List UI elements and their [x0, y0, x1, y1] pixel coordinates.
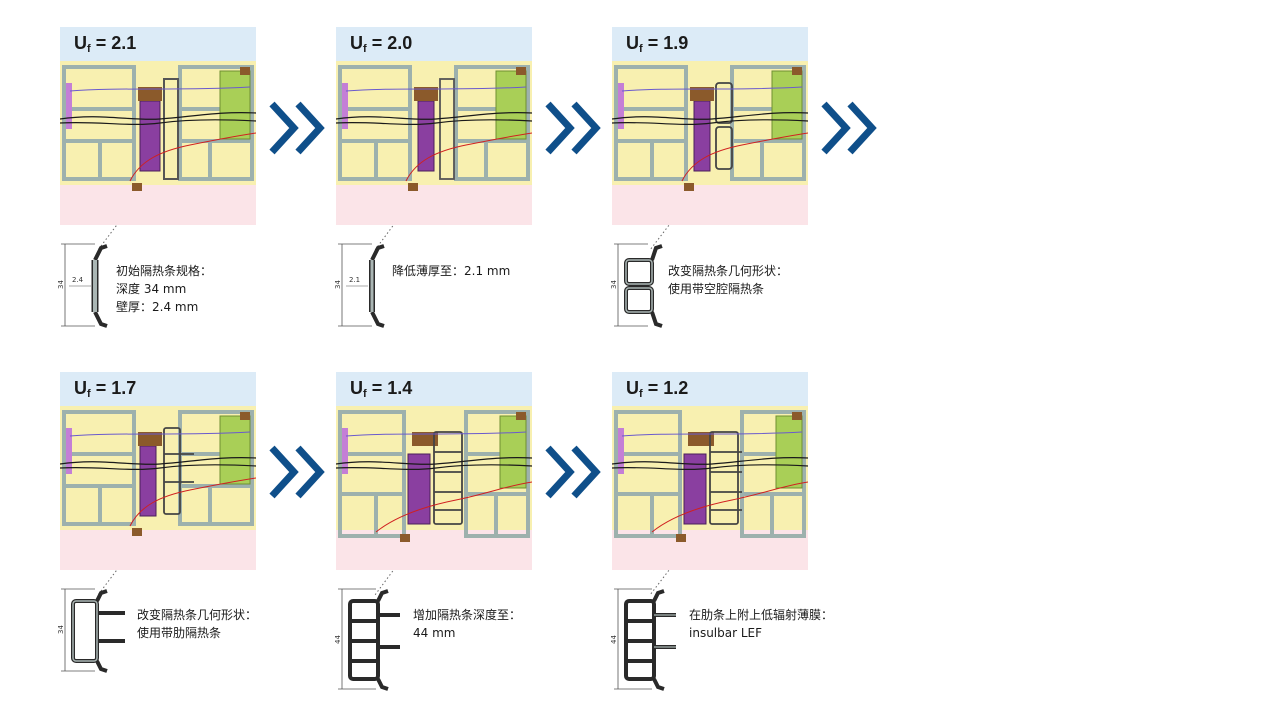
step-caption: 改变隔热条几何形状：使用带空腔隔热条: [668, 264, 789, 296]
uf-label: Uf = 1.4: [350, 378, 413, 400]
panel-header: [60, 27, 256, 61]
uf-label: Uf = 2.0: [350, 33, 413, 55]
panel-uf-1-7: Uf = 1.7: [60, 372, 256, 570]
depth-dimension-label: 44: [334, 635, 342, 644]
frame-cross-section: [60, 406, 256, 570]
step-caption: 降低薄厚至：2.1 mm: [392, 264, 511, 278]
uf-label: Uf = 1.9: [626, 33, 689, 55]
uf-label: Uf = 1.7: [74, 378, 137, 400]
frame-cross-section: [336, 406, 532, 570]
thickness-dimension-label: 2.1: [349, 276, 360, 284]
panel-header: [336, 372, 532, 406]
panel-uf-1-4: Uf = 1.4: [336, 372, 532, 570]
frame-cross-section: [336, 61, 532, 225]
panel-uf-2-1: Uf = 2.1: [60, 27, 256, 225]
thermal-break-profile-drawing: 44: [334, 588, 400, 691]
depth-dimension-label: 34: [57, 625, 65, 634]
depth-dimension-label: 34: [334, 280, 342, 289]
panel-header: [612, 27, 808, 61]
panel-header: [60, 372, 256, 406]
depth-dimension-label: 44: [610, 635, 618, 644]
uf-label: Uf = 1.2: [626, 378, 689, 400]
depth-dimension-label: 34: [610, 280, 618, 289]
double-chevron-right-icon: [269, 445, 325, 499]
frame-cross-section: [612, 406, 808, 570]
thermal-break-profile-drawing: 34 2.4: [57, 243, 108, 328]
depth-dimension-label: 34: [57, 280, 65, 289]
step-caption: 改变隔热条几何形状：使用带肋隔热条: [137, 608, 258, 640]
panel-uf-1-2: Uf = 1.2: [612, 372, 808, 570]
panel-uf-1-9: Uf = 1.9: [612, 27, 808, 225]
step-caption: 增加隔热条深度至：44 mm: [413, 608, 522, 640]
panel-header: [612, 372, 808, 406]
double-chevron-right-icon: [545, 101, 601, 155]
frame-cross-section: [612, 61, 808, 225]
thermal-break-profile-drawing: 34 2.1: [334, 243, 385, 328]
thermal-break-profile-drawing: 34: [57, 588, 125, 673]
thickness-dimension-label: 2.4: [72, 276, 84, 284]
double-chevron-right-icon: [269, 101, 325, 155]
thermal-break-profile-drawing: 44: [610, 588, 676, 691]
step-caption: 在肋条上附上低辐射薄膜：insulbar LEF: [689, 608, 834, 640]
double-chevron-right-icon: [545, 445, 601, 499]
double-chevron-right-icon: [821, 101, 877, 155]
uf-label: Uf = 2.1: [74, 33, 137, 55]
frame-cross-section: [60, 61, 256, 225]
panel-header: [336, 27, 532, 61]
panel-uf-2-0: Uf = 2.0: [336, 27, 532, 225]
thermal-break-profile-drawing: 34: [610, 243, 663, 328]
